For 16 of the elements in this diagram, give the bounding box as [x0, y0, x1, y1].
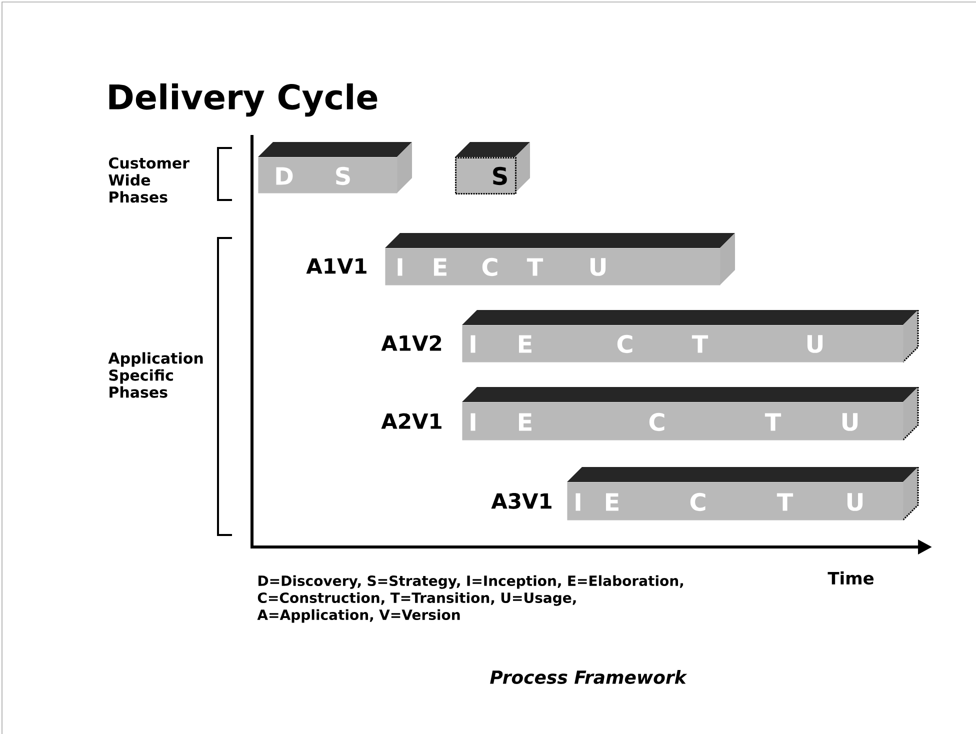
phase-bar: I E C T U	[567, 467, 919, 521]
phase-bar: I E C T U	[462, 387, 919, 441]
title: Delivery Cycle	[109, 83, 378, 117]
bar-label: A2V1	[381, 413, 442, 429]
axis-label: Time	[828, 571, 874, 585]
phase-bar: D S	[258, 142, 412, 194]
note-text: D=Discovery, S=Strategy, I=Inception, E=Elaboration, C=Construction, T=Transition, U=Usage, A=Application, V=Version	[257, 575, 683, 623]
caption: Process Framework	[490, 670, 688, 684]
phase-bar: S	[455, 142, 530, 194]
bar-label: A3V1	[491, 493, 552, 509]
phase-bar: I E C T U	[462, 310, 919, 363]
bar-label: A1V1	[306, 258, 366, 274]
bar-label: A1V2	[381, 335, 442, 351]
phase-bar: I E C T U	[385, 233, 735, 286]
row-group-label: Application Specific Phases	[108, 352, 203, 398]
row-group-label: Customer Wide Phases	[108, 157, 190, 203]
